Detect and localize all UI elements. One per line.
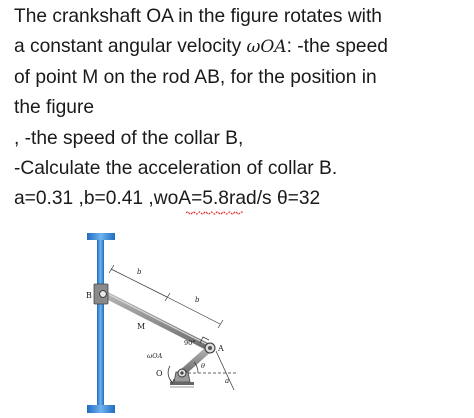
crank-OA [178,344,214,377]
dimension-line-b-lower [166,296,221,325]
problem-line-5: , -the speed of the collar B, [14,127,244,149]
given-values-text: a=0.31 ,b=0.41 ,woA=5.8rad/s θ=32 [14,188,321,210]
problem-line-3: of point M on the rod AB, for the positi… [14,66,377,88]
label-90-degrees: 90° [184,339,196,347]
theta-arc [193,361,199,374]
guide-rod [97,234,104,413]
top-support [87,233,115,240]
pin-O-center [180,371,184,375]
right-angle-marker [199,336,210,344]
problem-line-4: the figure [14,97,95,119]
collar-pin-B [99,290,107,298]
problem-line-2-suffix: : -the speed [286,36,388,58]
ground-O [170,382,194,385]
dimension-line-a [215,350,235,391]
omega-arrowhead [169,378,175,384]
rod-AB-highlight [103,291,211,347]
label-b-mid: b [195,296,200,304]
problem-line-1: The crankshaft OA in the figure rotates … [14,6,382,27]
spellcheck-underline [186,211,244,216]
omega-arrow [167,365,173,383]
label-a: a [225,377,229,385]
problem-statement: The crankshaft OA in the figure rotates … [14,2,466,216]
label-omega-OA: ωOA [147,352,163,360]
rod-AB [100,290,214,352]
pin-A-center [208,346,212,350]
problem-line-6: -Calculate the acceleration of collar B. [14,158,338,180]
angular-velocity-symbol: ωOA [246,37,287,58]
dimension-line-b-upper [110,268,168,298]
label-A: A [217,344,224,353]
mechanism-figure: B b b M 90° A ωOA θ O a [84,230,244,413]
given-values-line: a=0.31 ,b=0.41 ,woA=5.8rad/s θ=32 [14,184,466,216]
label-b-top: b [137,268,142,276]
problem-line-2: a constant angular velocity ωOA: -the sp… [14,32,466,62]
label-B: B [86,291,92,300]
label-M: M [137,322,145,331]
dimension-tick-1 [108,264,115,274]
bottom-support [87,405,115,413]
dimension-tick-3 [217,319,224,329]
mechanism-diagram: B b b M 90° A ωOA θ O a [86,233,236,413]
problem-line-2-prefix: a constant angular velocity [14,36,247,58]
label-O: O [156,369,163,378]
label-theta: θ [201,362,205,370]
